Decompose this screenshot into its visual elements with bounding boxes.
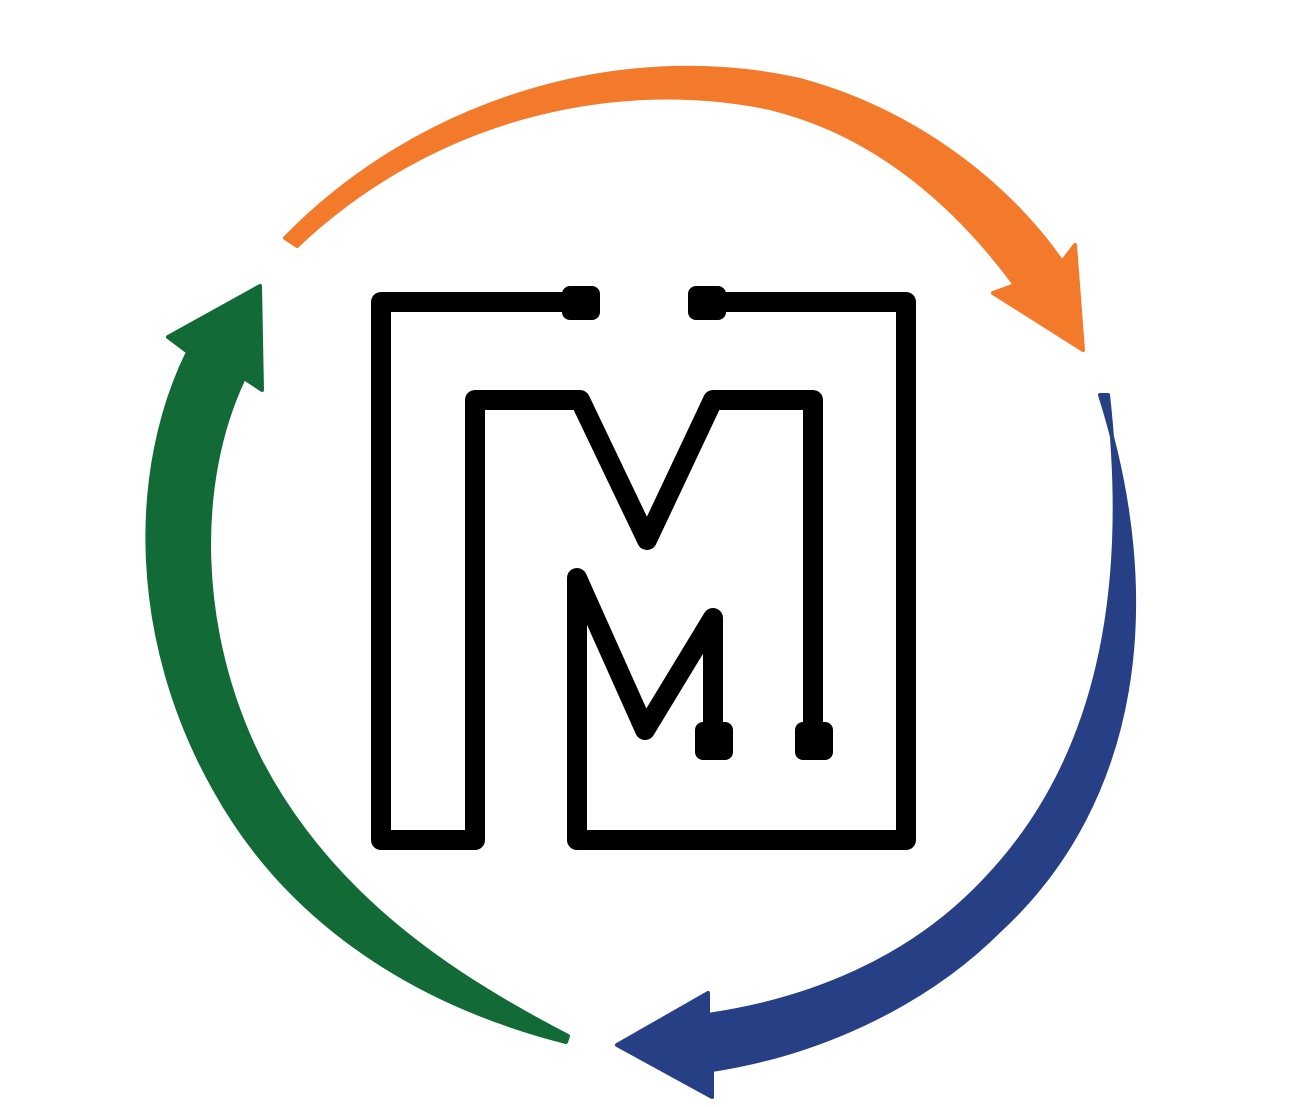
green-cycle-arrow-icon	[145, 284, 570, 1044]
circuit-m-icon	[371, 292, 916, 850]
circuit-pads	[562, 286, 833, 760]
circuit-pad-top-left	[562, 286, 600, 320]
circuit-pad-bottom-left	[695, 722, 733, 760]
orange-cycle-arrow-icon	[283, 65, 1085, 352]
circuit-pad-bottom-right	[795, 722, 833, 760]
circuit-pad-top-right	[688, 286, 726, 320]
blue-cycle-arrow-icon	[615, 393, 1137, 1099]
